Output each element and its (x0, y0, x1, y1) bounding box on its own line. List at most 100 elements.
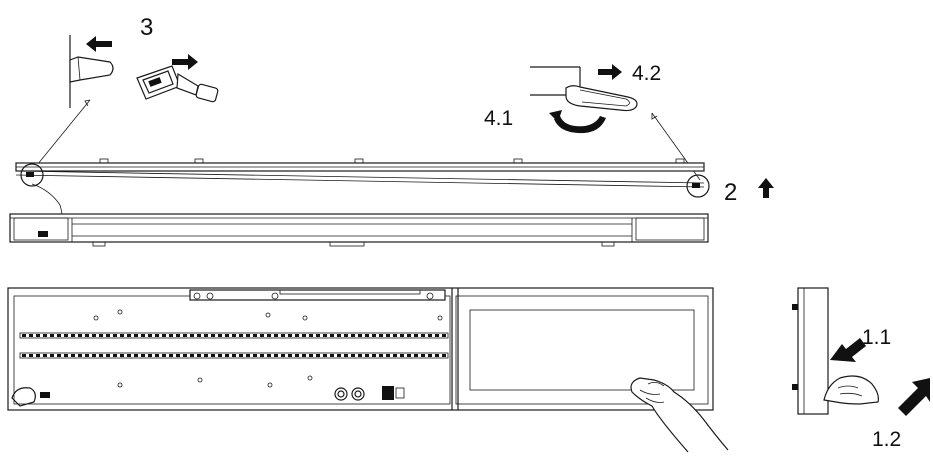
led-chip (442, 354, 446, 357)
led-chip (239, 334, 243, 337)
led-chip (344, 354, 348, 357)
led-chip (337, 334, 341, 337)
led-chip (253, 334, 257, 337)
led-chip (36, 354, 40, 357)
led-chip (288, 354, 292, 357)
led-chip (239, 354, 243, 357)
led-chip (218, 354, 222, 357)
led-chip (302, 334, 306, 337)
led-chip (302, 354, 306, 357)
led-chip (330, 334, 334, 337)
led-chip (57, 334, 61, 337)
led-chip (106, 334, 110, 337)
step-label-3: 3 (140, 14, 153, 41)
led-chip (162, 334, 166, 337)
led-chip (393, 354, 397, 357)
led-chip (253, 354, 257, 357)
black-arrow-icon (898, 378, 930, 416)
led-chip (106, 354, 110, 357)
led-chip (232, 354, 236, 357)
led-chip (379, 354, 383, 357)
led-chip (372, 354, 376, 357)
led-chip (407, 354, 411, 357)
led-chip (50, 334, 54, 337)
led-chip (274, 354, 278, 357)
black-arrow-icon (86, 36, 112, 52)
led-chip (64, 354, 68, 357)
led-chip (316, 354, 320, 357)
led-chip (71, 334, 75, 337)
leader-line (32, 99, 91, 171)
side-panel-view (792, 287, 930, 416)
led-chip (337, 354, 341, 357)
led-chip (421, 334, 425, 337)
led-chip (148, 354, 152, 357)
led-chip (22, 334, 26, 337)
led-chip (85, 334, 89, 337)
led-chip (134, 334, 138, 337)
led-strip (19, 332, 449, 339)
hand-icon (823, 375, 879, 405)
led-chip (162, 354, 166, 357)
led-strip (19, 352, 449, 359)
led-chip (64, 334, 68, 337)
led-chip (85, 354, 89, 357)
led-chip (127, 354, 131, 357)
black-arrow-icon (172, 54, 198, 70)
led-chip (281, 334, 285, 337)
led-chip (78, 354, 82, 357)
led-chip (57, 354, 61, 357)
led-chip (344, 334, 348, 337)
led-chip (358, 334, 362, 337)
led-chip (197, 334, 201, 337)
led-chip (351, 334, 355, 337)
led-chip (204, 334, 208, 337)
led-chip (379, 334, 383, 337)
led-chip (190, 354, 194, 357)
led-chip (435, 354, 439, 357)
led-chip (442, 334, 446, 337)
hand-icon (630, 377, 729, 453)
led-chip (29, 354, 33, 357)
led-chip (323, 334, 327, 337)
black-arrow-icon (598, 64, 622, 80)
led-chip (400, 354, 404, 357)
detail-circle (20, 163, 44, 187)
led-chip (260, 354, 264, 357)
led-chip (211, 334, 215, 337)
led-chip (260, 334, 264, 337)
step-label-4-1: 4.1 (484, 107, 513, 130)
led-chip (127, 334, 131, 337)
led-chip (99, 334, 103, 337)
step-label-1-2: 1.2 (872, 428, 901, 451)
led-chip (274, 334, 278, 337)
detail-circle (686, 174, 710, 198)
led-chip (99, 354, 103, 357)
black-arrow-icon (830, 338, 866, 362)
led-chip (92, 354, 96, 357)
step-label-4-2: 4.2 (632, 62, 661, 85)
led-chip (183, 354, 187, 357)
led-chip (316, 334, 320, 337)
rotate-arrow-icon (554, 116, 606, 134)
step-label-1-1: 1.1 (862, 326, 891, 349)
led-chip (197, 354, 201, 357)
led-chip (134, 354, 138, 357)
led-chip (29, 334, 33, 337)
led-chip (218, 334, 222, 337)
led-chip (330, 354, 334, 357)
wall-bracket (69, 56, 114, 83)
led-chip (225, 354, 229, 357)
front-panel (7, 287, 729, 453)
led-chip (211, 354, 215, 357)
led-chip (365, 354, 369, 357)
led-chip (183, 334, 187, 337)
led-chip (365, 334, 369, 337)
led-chip (414, 354, 418, 357)
led-chip (148, 334, 152, 337)
led-chip (414, 334, 418, 337)
led-chip (295, 334, 299, 337)
led-chip (407, 334, 411, 337)
